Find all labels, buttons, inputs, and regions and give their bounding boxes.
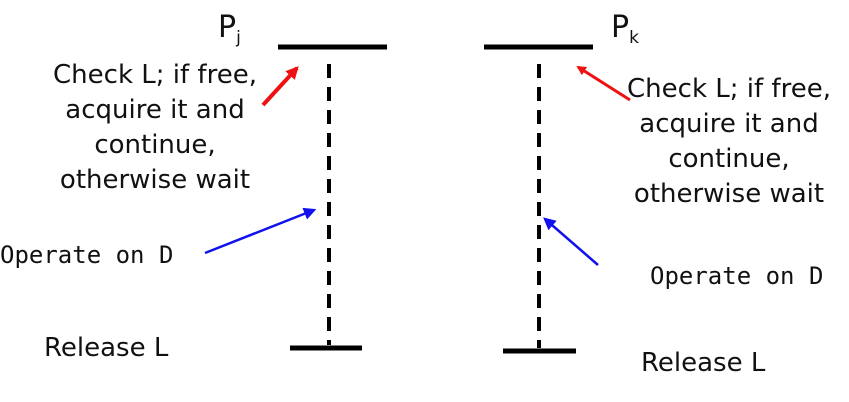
process-j-label: Pj [218, 12, 241, 54]
pj-check-line-2: acquire it and [65, 95, 245, 125]
process-k-label: Pk [611, 12, 639, 54]
pj-check-line-1: Check L; if free, [53, 60, 257, 90]
pk-check-line-1: Check L; if free, [627, 74, 831, 104]
pj-operate-arrow [204, 207, 317, 255]
pk-check-line-3: continue, [668, 144, 790, 174]
pk-check-line-4: otherwise wait [633, 179, 825, 209]
pj-check-arrow [261, 66, 299, 107]
pj-release-note: Release L [44, 333, 169, 363]
process-k-letter: P [611, 10, 630, 45]
pk-check-note: Check L; if free, acquire it and continu… [614, 72, 844, 212]
process-j-subscript: j [236, 28, 241, 48]
pk-check-line-2: acquire it and [639, 109, 819, 139]
process-j-letter: P [218, 10, 237, 45]
process-k-subscript: k [629, 28, 639, 48]
pj-check-note: Check L; if free, acquire it and continu… [40, 58, 270, 198]
pj-operate-note: Operate on D [0, 241, 174, 269]
pk-operate-arrow [543, 217, 599, 266]
pj-check-line-4: otherwise wait [59, 165, 251, 195]
pj-check-line-3: continue, [94, 130, 216, 160]
pk-release-note: Release L [641, 348, 766, 378]
pk-check-arrow [576, 65, 631, 102]
pk-operate-note: Operate on D [650, 262, 824, 290]
